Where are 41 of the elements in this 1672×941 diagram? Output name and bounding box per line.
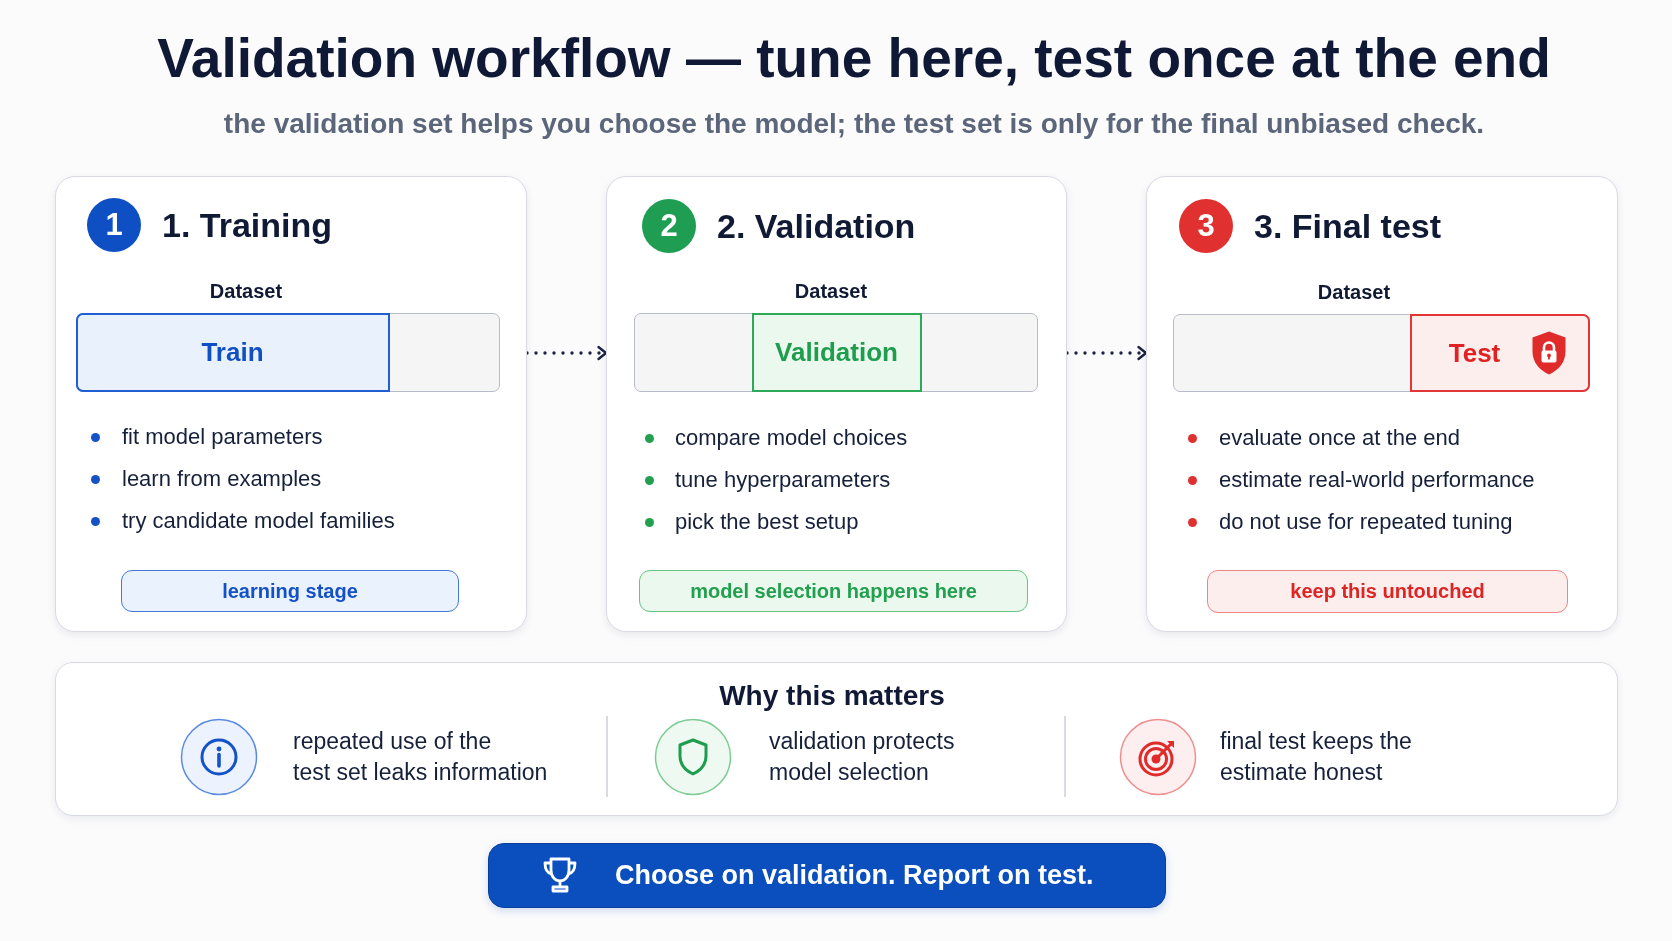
stage-card bbox=[55, 176, 527, 632]
stage-card bbox=[1146, 176, 1618, 632]
title: Validation workflow — tune here, test once at the end bbox=[157, 27, 1551, 89]
stage-tag: model selection happens here bbox=[639, 570, 1028, 612]
bullet-text: evaluate once at the end bbox=[1219, 425, 1460, 451]
step-number-badge: 2 bbox=[642, 199, 696, 253]
segment-label: Test bbox=[1448, 337, 1501, 368]
stage-heading: 1. Training bbox=[162, 205, 333, 245]
panel-heading: Why this matters bbox=[719, 679, 945, 713]
stage-tag: keep this untouched bbox=[1207, 570, 1568, 613]
stage-heading: 3. Final test bbox=[1254, 206, 1442, 246]
bullet-text: pick the best setup bbox=[675, 509, 859, 535]
bullet-text: learn from examples bbox=[122, 466, 322, 492]
split-segment bbox=[751, 312, 922, 392]
dotted-arrow bbox=[1065, 345, 1148, 361]
subtitle: the validation set helps you choose the model; the test set is only for the final unbiased check. bbox=[223, 107, 1485, 141]
stage-card bbox=[606, 176, 1067, 632]
step-number-badge: 1 bbox=[87, 198, 141, 252]
point-text: repeated use of the test set leaks information bbox=[293, 727, 548, 787]
bullet-text: estimate real-world performance bbox=[1219, 467, 1535, 493]
bullet-text: tune hyperparameters bbox=[675, 467, 891, 493]
dataset-label: Dataset bbox=[209, 279, 283, 303]
info-panel bbox=[55, 662, 1618, 816]
summary-banner bbox=[488, 843, 1166, 908]
stage-tag: learning stage bbox=[121, 570, 459, 612]
stage-heading: 2. Validation bbox=[717, 206, 916, 246]
bullet-text: fit model parameters bbox=[122, 424, 323, 450]
segment-label: Train bbox=[201, 337, 264, 367]
bullet-text: compare model choices bbox=[675, 425, 908, 451]
segment-label: Validation bbox=[775, 337, 898, 367]
point-text: validation protects model selection bbox=[769, 727, 955, 787]
dotted-arrow bbox=[525, 345, 608, 361]
bullet-text: do not use for repeated tuning bbox=[1219, 509, 1513, 535]
dataset-label: Dataset bbox=[794, 279, 868, 303]
point-text: final test keeps the estimate honest bbox=[1220, 727, 1412, 787]
split-segment bbox=[1409, 313, 1590, 392]
step-number-badge: 3 bbox=[1179, 199, 1233, 253]
bullet-text: try candidate model families bbox=[122, 508, 395, 534]
split-segment bbox=[75, 312, 390, 392]
banner-text: Choose on validation. Report on test. bbox=[615, 859, 1094, 891]
dataset-label: Dataset bbox=[1317, 280, 1391, 304]
